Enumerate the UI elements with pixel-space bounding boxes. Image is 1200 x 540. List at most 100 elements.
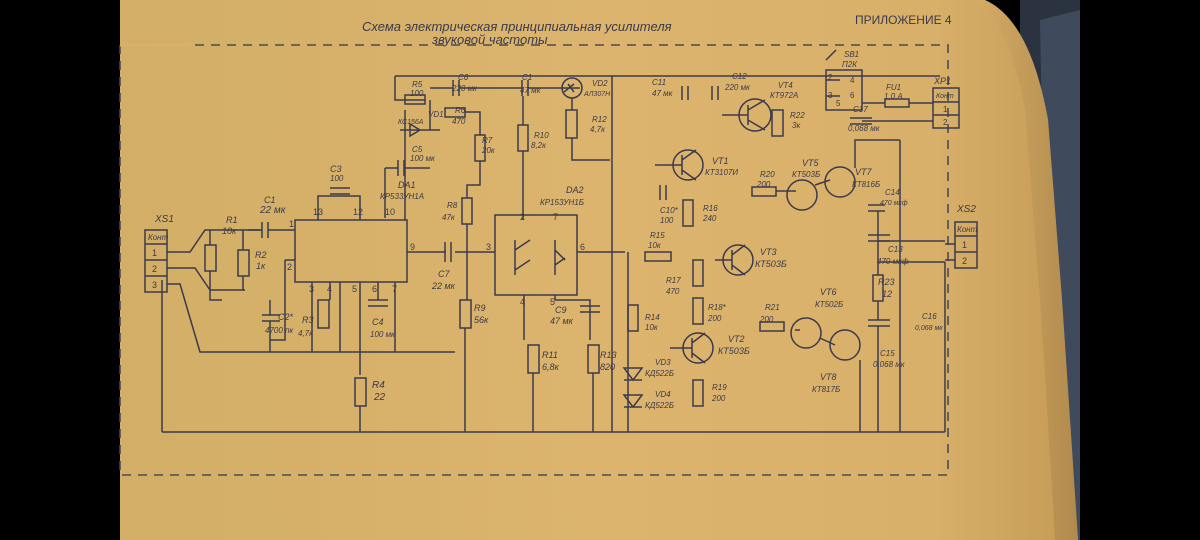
schematic-title: Схема электрическая принципиальная усили… — [362, 19, 672, 34]
schematic-title-2: звуковой частоты — [431, 32, 548, 47]
label-c2: C2* — [278, 312, 294, 322]
label-vd2: VD2 — [592, 79, 608, 88]
label-c1: C1 — [264, 195, 276, 205]
label-c11: C11 — [652, 78, 666, 87]
type-vd2: АЛ307Н — [583, 91, 611, 98]
da1-pin: 7 — [392, 284, 397, 294]
label-r10: R10 — [534, 131, 549, 140]
connector-labels: XS1 Конт 1 2 3 XS2 Конт 1 2 XP1 Конт 1 2 — [148, 76, 978, 290]
type-vt1: КТ3107И — [705, 168, 738, 177]
label-fu1: FU1 — [886, 83, 901, 92]
da1-pin: 13 — [313, 207, 323, 217]
sb1-pin: 5 — [836, 99, 841, 108]
label-c3: C3 — [330, 164, 342, 174]
label-vt8: VT8 — [820, 372, 837, 382]
resistor-r17 — [692, 259, 704, 287]
sb1-pin: 3 — [828, 91, 833, 100]
resistor-r21 — [759, 321, 785, 332]
type-vt6: КТ502Б — [815, 300, 843, 309]
type-vd3: КД522Б — [645, 369, 674, 378]
type-vt4: КТ972А — [770, 91, 798, 100]
da1-pin: 3 — [309, 284, 314, 294]
label-r19: R19 — [712, 383, 727, 392]
label-r2: R2 — [255, 250, 267, 260]
component-labels: R1 10к R2 1к C1 22 мк C2* 4700 пк R3 4,7… — [222, 50, 943, 410]
type-vt2: КТ503Б — [718, 346, 750, 356]
da1-pin: 1 — [289, 219, 294, 229]
label-r12: R12 — [592, 115, 607, 124]
capacitor-c11 — [681, 86, 689, 100]
da2-pin: 3 — [486, 242, 491, 252]
value-r12: 4,7к — [590, 125, 606, 134]
label-r15: R15 — [650, 231, 665, 240]
sb1-pin: 6 — [850, 91, 855, 100]
value-r4: 22 — [373, 392, 386, 403]
value-c2: 4700 пк — [265, 326, 294, 335]
type-vt8: КТ817Б — [812, 385, 840, 394]
value-c3: 100 — [330, 174, 344, 183]
value-r3: 4,7к — [298, 329, 314, 338]
transistor-vt5 — [786, 179, 818, 211]
resistor-r3 — [317, 299, 330, 329]
xs2-connector — [954, 221, 978, 269]
xp1-pin-2: 2 — [943, 118, 948, 127]
da2-pin: 7 — [553, 212, 558, 222]
value-c16: 0,068 мк — [915, 325, 943, 332]
background-left — [0, 0, 120, 540]
capacitor-c5 — [385, 160, 430, 176]
value-r18: 200 — [707, 314, 722, 323]
type-sb1: П2К — [842, 60, 858, 69]
appendix-label: ПРИЛОЖЕНИЕ 4 — [855, 13, 952, 27]
sb1-pin: 4 — [850, 76, 855, 85]
label-r22: R22 — [790, 111, 805, 120]
label-vt2: VT2 — [728, 334, 745, 344]
xp1-label: XP1 — [933, 76, 951, 86]
label-r18: R18* — [708, 303, 727, 312]
value-r2: 1к — [256, 261, 266, 271]
xs2-pin-2: 2 — [962, 256, 967, 266]
label-r8: R8 — [447, 201, 458, 210]
value-c-top: 47 мк — [520, 86, 542, 95]
da1-pin: 4 — [327, 284, 332, 294]
chip-da1 — [294, 219, 408, 283]
da1-pin: 2 — [287, 262, 292, 272]
label-r6: R6 — [455, 106, 466, 115]
xp1-head: Конт — [936, 93, 954, 100]
value-c10: 100 — [660, 216, 674, 225]
xs1-label: XS1 — [154, 214, 174, 225]
label-c15: C15 — [880, 349, 895, 358]
label-c17: C17 — [853, 105, 868, 114]
label-r21: R21 — [765, 303, 780, 312]
value-c7: 22 мк — [431, 281, 456, 291]
da2-pin: 5 — [550, 297, 555, 307]
value-r13: 820 — [600, 362, 615, 372]
capacitor-c9 — [580, 305, 600, 313]
value-r10: 8,2к — [531, 141, 547, 150]
label-r5: R5 — [412, 80, 423, 89]
resistor-r5 — [404, 94, 426, 105]
label-c8: C6 — [458, 73, 469, 82]
led-vd2 — [560, 83, 580, 93]
label-r23: R23 — [878, 277, 895, 287]
type-vt7: КТ816Б — [852, 180, 880, 189]
capacitor-c10 — [659, 185, 667, 200]
capacitor-c-low — [868, 319, 890, 327]
xp1-pin-1: 1 — [943, 105, 948, 114]
value-c1: 22 мк — [259, 205, 287, 216]
type-vt5: КТ503Б — [792, 170, 820, 179]
value-c8: 220 мк — [451, 84, 478, 93]
label-vt7: VT7 — [855, 167, 873, 177]
label-c7: C7 — [438, 269, 450, 279]
value-r17: 470 — [666, 287, 680, 296]
resistor-r16 — [682, 199, 694, 227]
label-vt5: VT5 — [802, 158, 820, 168]
value-c14: 470 мкф — [880, 200, 908, 207]
value-r20: 200 — [756, 180, 771, 189]
label-c12: C12 — [732, 72, 747, 81]
value-r11: 6,8к — [542, 362, 560, 372]
chip-da2 — [494, 214, 578, 296]
label-c10: C10* — [660, 206, 679, 215]
resistor-r22 — [771, 109, 784, 137]
label-vd3: VD3 — [655, 358, 671, 367]
xs1-pin-1: 1 — [152, 248, 157, 258]
